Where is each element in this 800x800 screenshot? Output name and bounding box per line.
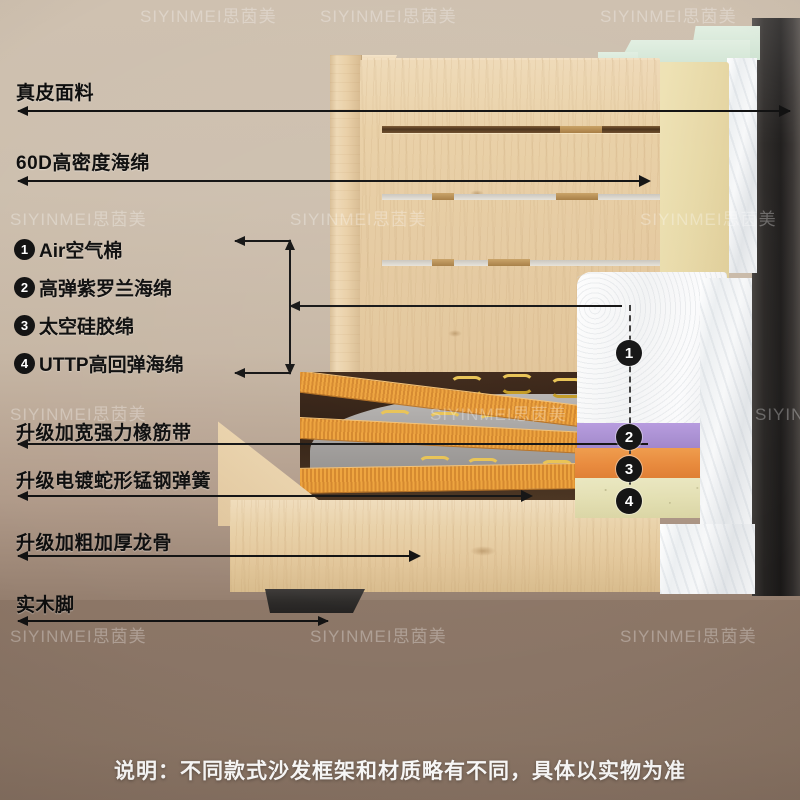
arrow-rubber-band (17, 439, 648, 449)
arrow-leather-arrowhead (779, 105, 791, 117)
wadding-upper-band (727, 58, 757, 273)
marker-layer-2: 2 (616, 424, 642, 450)
arrow-foam-60d (17, 176, 648, 186)
serpentine-spring (550, 378, 584, 398)
arrow-wood-leg (17, 616, 329, 626)
layer-stack-dashed-connector (629, 305, 631, 505)
arrow-layer-group-pointer (289, 301, 622, 311)
label-serpentine-spring: 升级电镀蛇形锰钢弹簧 (16, 466, 211, 493)
wadding-lower-band (660, 524, 755, 594)
list-item-layer-2: 2 高弹紫罗兰海绵 (14, 274, 184, 301)
arrow-serpentine-spring (17, 491, 528, 501)
label-foam-60d: 60D高密度海绵 (16, 148, 150, 175)
layer-1-label: Air空气棉 (39, 236, 122, 263)
layer-1-badge: 1 (14, 239, 35, 260)
wood-dowel (432, 193, 454, 200)
arrow-foam-60d-arrowhead (639, 175, 651, 187)
numbered-layer-list: 1 Air空气棉 2 高弹紫罗兰海绵 3 太空硅胶绵 4 UTTP高回弹海绵 (14, 236, 184, 388)
label-leather: 真皮面料 (16, 78, 94, 105)
marker-layer-4: 4 (616, 488, 642, 514)
marker-layer-3: 3 (616, 456, 642, 482)
label-keel: 升级加粗加厚龙骨 (16, 528, 172, 555)
caption-note: 说明：不同款式沙发框架和材质略有不同，具体以实物为准 (0, 755, 800, 785)
wood-knot (470, 190, 484, 197)
marker-layer-1: 1 (616, 340, 642, 366)
wood-slat-gap (382, 194, 660, 200)
wood-dowel (556, 193, 598, 200)
wadding-cushion-wrap (700, 278, 752, 540)
layer-2-label: 高弹紫罗兰海绵 (39, 274, 172, 301)
wood-slat-gap (382, 126, 660, 133)
arrow-layer-group-top (234, 236, 291, 246)
layer-3-badge: 3 (14, 315, 35, 336)
list-item-layer-3: 3 太空硅胶绵 (14, 312, 184, 339)
arrow-layer-group-bottom (234, 368, 291, 378)
arrow-keel (17, 551, 418, 561)
solid-wood-leg (265, 589, 365, 613)
layer-2-badge: 2 (14, 277, 35, 298)
arrow-leather (17, 106, 790, 116)
background-lower (0, 600, 800, 800)
list-item-layer-4: 4 UTTP高回弹海绵 (14, 350, 184, 377)
wood-knot (470, 546, 496, 556)
layer-4-label: UTTP高回弹海绵 (39, 350, 184, 377)
wood-dowel (560, 126, 602, 133)
layer-4-badge: 4 (14, 353, 35, 374)
label-wood-leg: 实木脚 (16, 590, 75, 617)
leather-cover-layer (752, 18, 800, 596)
label-rubber-band: 升级加宽强力橡筋带 (16, 418, 192, 445)
layer-3-label: 太空硅胶绵 (39, 312, 134, 339)
arrow-serpentine-spring-arrowhead (521, 490, 533, 502)
arrow-keel-arrowhead (409, 550, 421, 562)
serpentine-spring (500, 374, 534, 394)
wood-dowel (432, 259, 454, 266)
wood-dowel (488, 259, 530, 266)
list-item-layer-1: 1 Air空气棉 (14, 236, 184, 263)
wood-knot (448, 330, 462, 337)
